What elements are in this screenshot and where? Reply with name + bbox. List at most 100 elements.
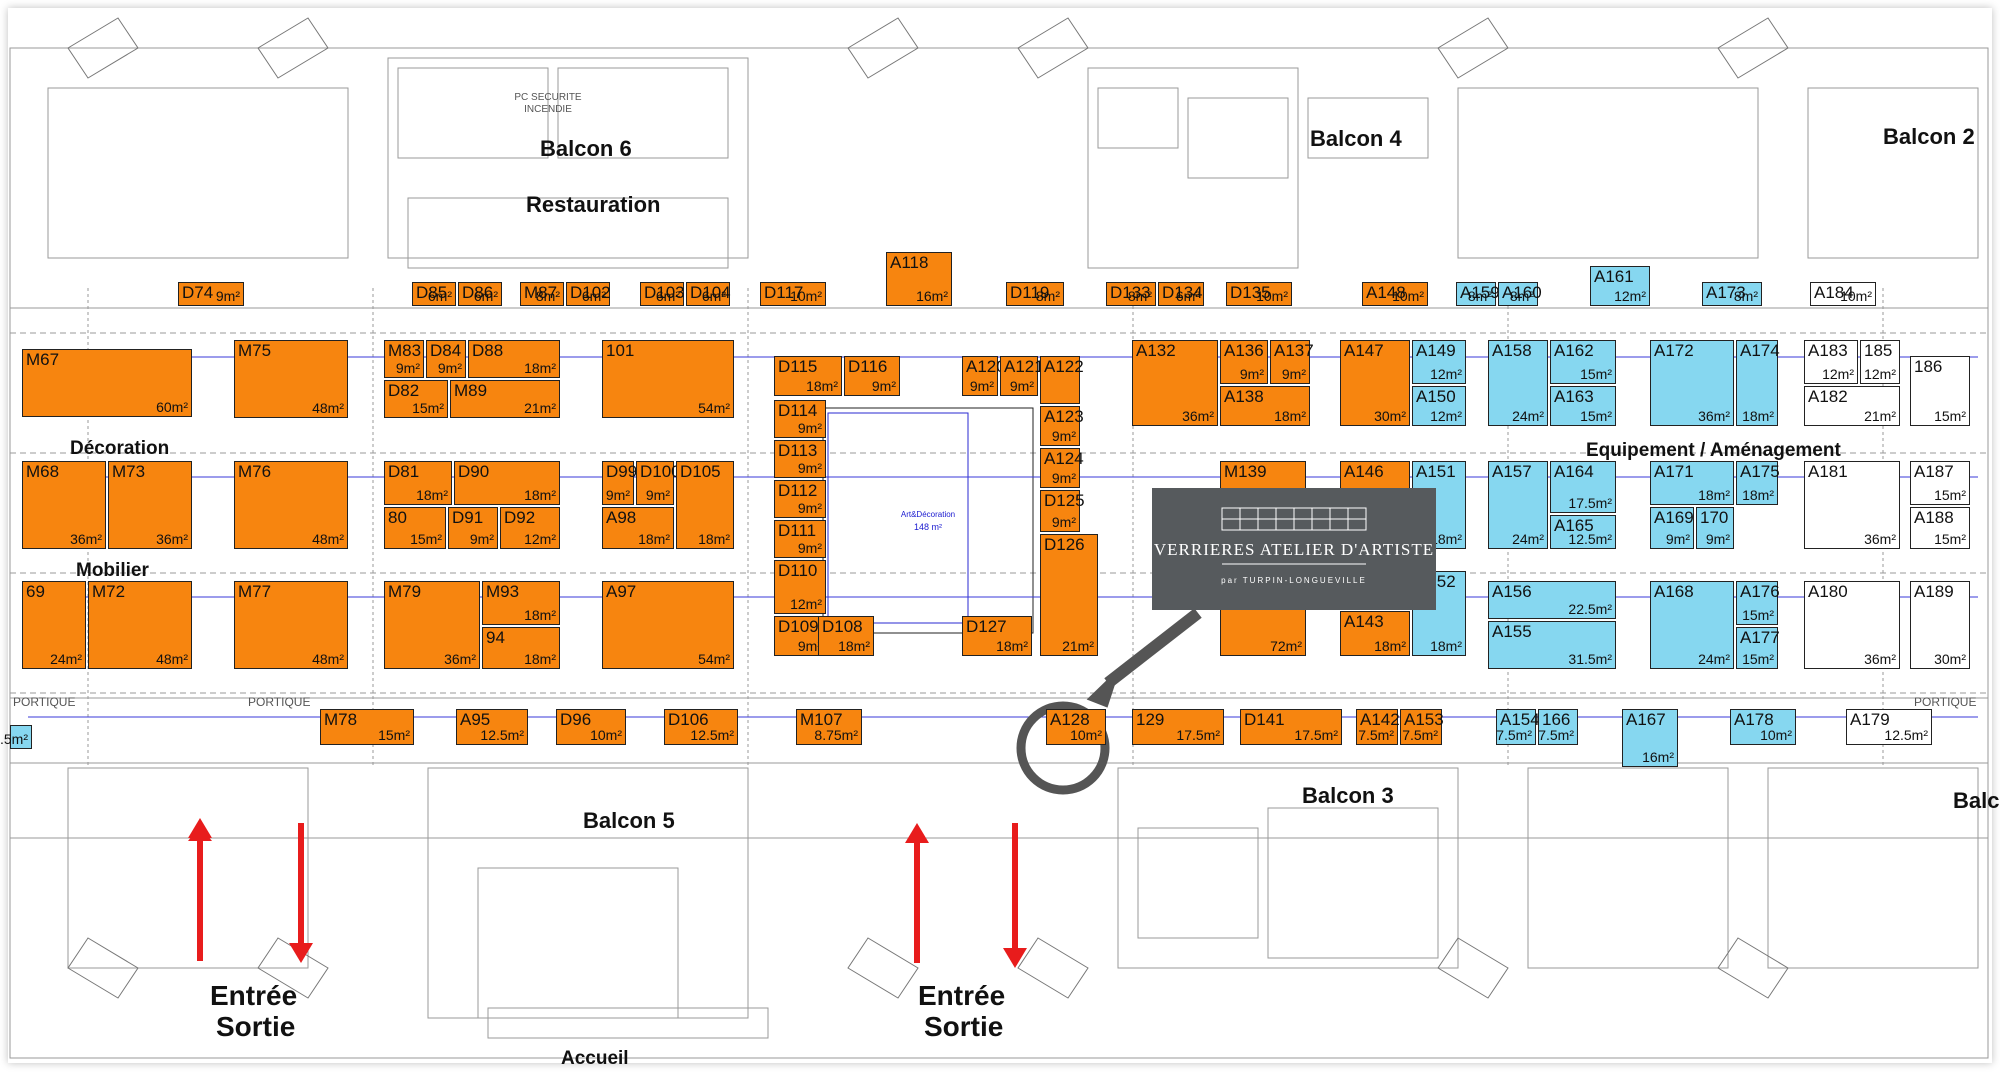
booth-unnamed[interactable]: 7.5m² (0, 725, 32, 749)
booth-A122[interactable]: A122 (1040, 356, 1084, 404)
